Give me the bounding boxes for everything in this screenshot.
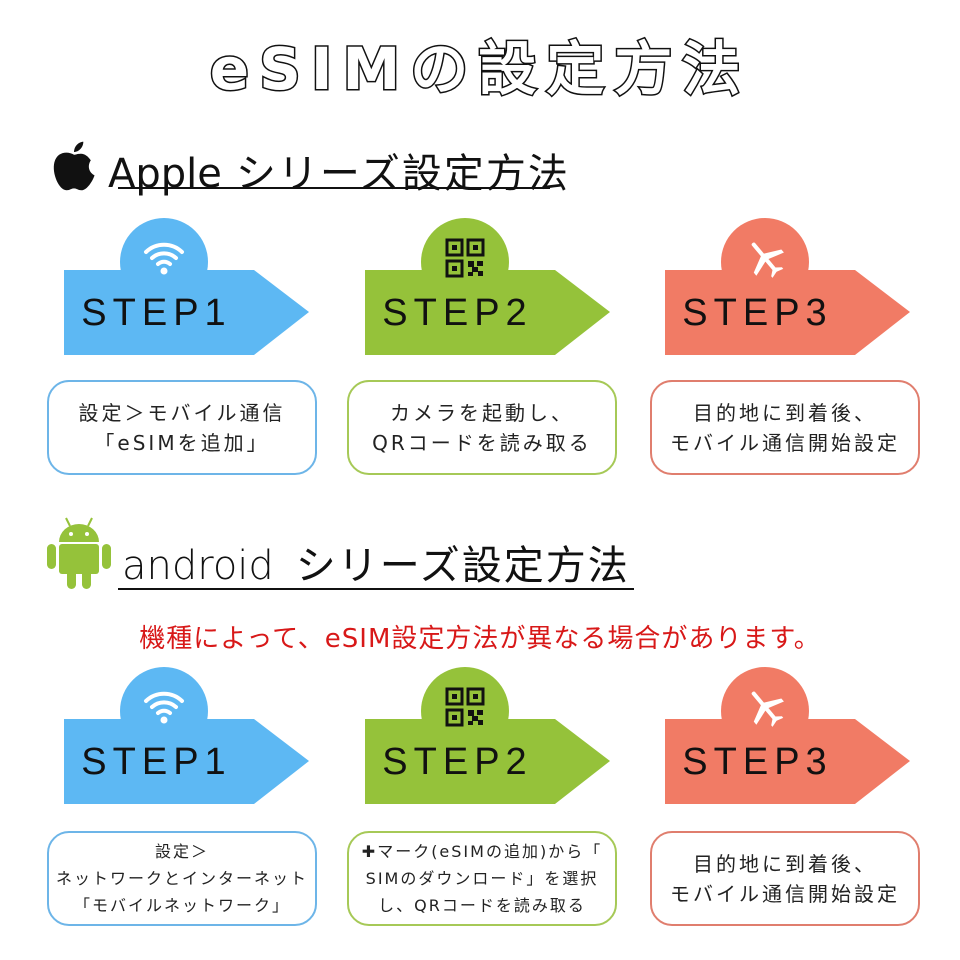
wifi-icon: [144, 691, 184, 724]
wifi-icon: [144, 242, 184, 275]
apple-step-2-description: カメラを起動し、 QRコードを読み取る: [347, 380, 617, 475]
airplane-icon: [751, 691, 784, 727]
step-arrow-banner: [665, 270, 910, 355]
android-step-1: STEP1: [64, 667, 314, 817]
step-label: STEP2: [382, 741, 533, 783]
qr-code-icon: [445, 238, 485, 278]
step-label: STEP1: [81, 741, 232, 783]
step-label: STEP1: [81, 292, 232, 334]
step-label: STEP3: [682, 741, 833, 783]
android-step-2-description: ✚マーク(eSIMの追加)から「 SIMのダウンロード」を選択 し、QRコードを…: [347, 831, 617, 926]
android-step-3: STEP3: [665, 667, 915, 817]
apple-step-3: STEP3: [665, 218, 915, 368]
apple-logo-icon: [53, 141, 95, 191]
step-arrow-banner: [64, 719, 309, 804]
step-arrow-banner: [665, 719, 910, 804]
qr-code-icon: [445, 687, 485, 727]
apple-step-1: STEP1: [64, 218, 314, 368]
apple-brand-text: Apple: [108, 151, 222, 197]
android-brand-text: android: [122, 543, 274, 589]
android-step-2: STEP2: [365, 667, 615, 817]
device-variation-note: 機種によって、eSIM設定方法が異なる場合があります。: [139, 624, 821, 654]
apple-step-1-description: 設定＞モバイル通信 「eSIMを追加」: [47, 380, 317, 475]
step-arrow-banner: [64, 270, 309, 355]
apple-section-heading: Apple シリーズ設定方法: [48, 134, 570, 194]
android-section-heading: android シリーズ設定方法: [44, 517, 630, 590]
step-arrow-banner: [365, 719, 610, 804]
android-step-1-description: 設定＞ ネットワークとインターネット 「モバイルネットワーク」: [47, 831, 317, 926]
airplane-icon: [751, 242, 784, 278]
android-heading-text: シリーズ設定方法: [295, 543, 630, 589]
page-title: eSIMの設定方法: [208, 34, 751, 105]
android-step-3-description: 目的地に到着後、 モバイル通信開始設定: [650, 831, 920, 926]
apple-heading-underline: [118, 187, 550, 189]
step-label: STEP2: [382, 292, 533, 334]
android-heading-underline: [118, 588, 634, 590]
step-arrow-banner: [365, 270, 610, 355]
android-robot-icon: [47, 517, 111, 589]
apple-step-3-description: 目的地に到着後、 モバイル通信開始設定: [650, 380, 920, 475]
step-label: STEP3: [682, 292, 833, 334]
apple-step-2: STEP2: [365, 218, 615, 368]
apple-heading-text: シリーズ設定方法: [235, 151, 570, 197]
